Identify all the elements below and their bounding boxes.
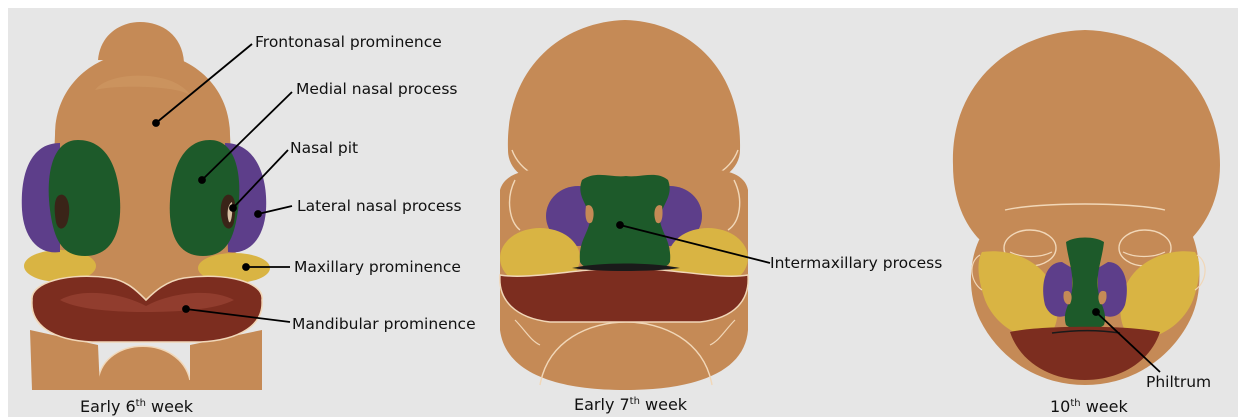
label-lateral-nasal-process: Lateral nasal process <box>297 197 462 215</box>
mandibular-prominence <box>500 268 748 322</box>
caption-early-6th-week: Early 6th week <box>80 398 193 416</box>
leader-nasal-pit-dot <box>230 205 236 211</box>
chest-bulge <box>98 346 190 390</box>
head-dome <box>953 30 1220 240</box>
label-frontonasal-prominence: Frontonasal prominence <box>255 33 442 51</box>
label-medial-nasal-process: Medial nasal process <box>296 80 457 98</box>
leader-mandibular-dot <box>183 306 189 312</box>
label-intermaxillary-process: Intermaxillary process <box>770 254 942 272</box>
leader-lateral-nasal-dot <box>255 211 261 217</box>
label-mandibular-prominence: Mandibular prominence <box>292 315 476 333</box>
leader-medial-nasal-dot <box>199 177 205 183</box>
head-dome <box>508 20 740 186</box>
leader-intermaxillary-dot <box>617 222 623 228</box>
label-philtrum: Philtrum <box>1146 373 1211 391</box>
caption-early-7th-week: Early 7th week <box>574 396 687 414</box>
leader-frontonasal-dot <box>153 120 159 126</box>
stage-7th-week-face <box>500 20 748 390</box>
leader-philtrum-dot <box>1093 309 1099 315</box>
caption-10th-week: 10th week <box>1050 398 1128 416</box>
leader-maxillary-dot <box>243 264 249 270</box>
label-maxillary-prominence: Maxillary prominence <box>294 258 461 276</box>
label-nasal-pit: Nasal pit <box>290 139 358 157</box>
stage-10th-week-face <box>953 30 1220 385</box>
